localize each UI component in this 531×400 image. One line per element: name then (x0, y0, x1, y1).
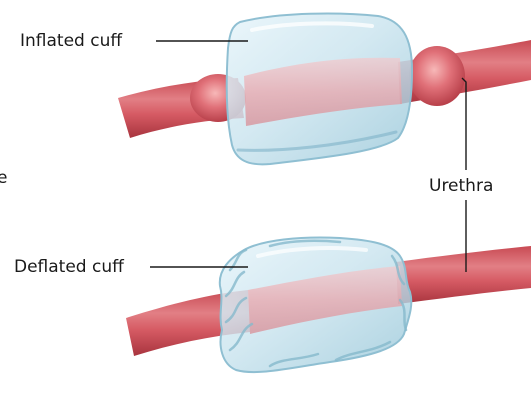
urethra-label: Urethra (429, 178, 493, 195)
urethra-bulge-top-right (409, 46, 465, 106)
urethra-segment-bottom-right (396, 246, 531, 304)
inflated-assembly (118, 14, 531, 165)
inflated-cuff-label: Inflated cuff (20, 33, 122, 50)
cropped-edge-text: e (0, 170, 7, 187)
deflated-assembly (126, 238, 531, 373)
deflated-cuff-label: Deflated cuff (14, 259, 124, 276)
